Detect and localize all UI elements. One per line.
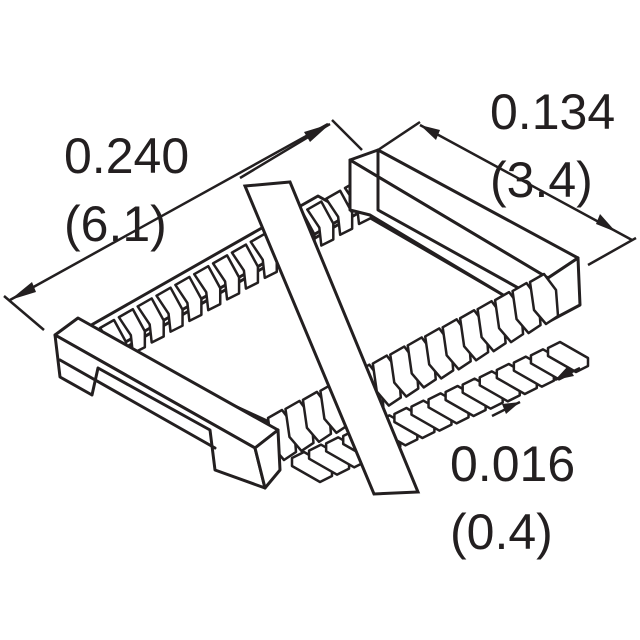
right-end-block-inner bbox=[348, 158, 550, 324]
back-contact bbox=[324, 189, 354, 237]
contact-lead bbox=[393, 406, 436, 440]
contact-lead bbox=[495, 362, 539, 396]
contact-lead bbox=[290, 450, 334, 484]
pitch-inches-label: 0.016 bbox=[450, 436, 576, 492]
right-end-block-edge bbox=[376, 148, 542, 302]
pitch-mm-label: (0.4) bbox=[450, 504, 553, 560]
contact-lead bbox=[307, 443, 351, 476]
dimension-arrowheads bbox=[10, 124, 616, 414]
length-inches-label: 0.240 bbox=[64, 128, 190, 184]
contact-lead bbox=[478, 370, 521, 403]
back-contact bbox=[174, 275, 203, 323]
back-contact bbox=[211, 254, 241, 301]
length-mm-label: (6.1) bbox=[64, 196, 167, 252]
contact-lead bbox=[427, 392, 470, 425]
width-mm-label: (3.4) bbox=[490, 152, 593, 208]
front-contact bbox=[528, 272, 560, 326]
dimension-lines bbox=[3, 119, 637, 418]
contact-lead bbox=[546, 340, 590, 374]
back-contact bbox=[306, 200, 335, 247]
break-band bbox=[242, 180, 421, 496]
back-contact bbox=[155, 286, 184, 333]
width-inches-label: 0.134 bbox=[490, 84, 616, 140]
back-contact bbox=[136, 297, 165, 344]
left-end-block-edge bbox=[58, 358, 217, 450]
back-contact bbox=[117, 307, 147, 355]
contact-lead bbox=[444, 384, 487, 418]
contact-lead bbox=[512, 355, 556, 388]
back-contact bbox=[230, 243, 260, 290]
contact-lead bbox=[410, 399, 453, 432]
contact-lead bbox=[461, 377, 504, 410]
left-end-block-cap bbox=[253, 428, 282, 490]
back-contact bbox=[192, 264, 222, 312]
